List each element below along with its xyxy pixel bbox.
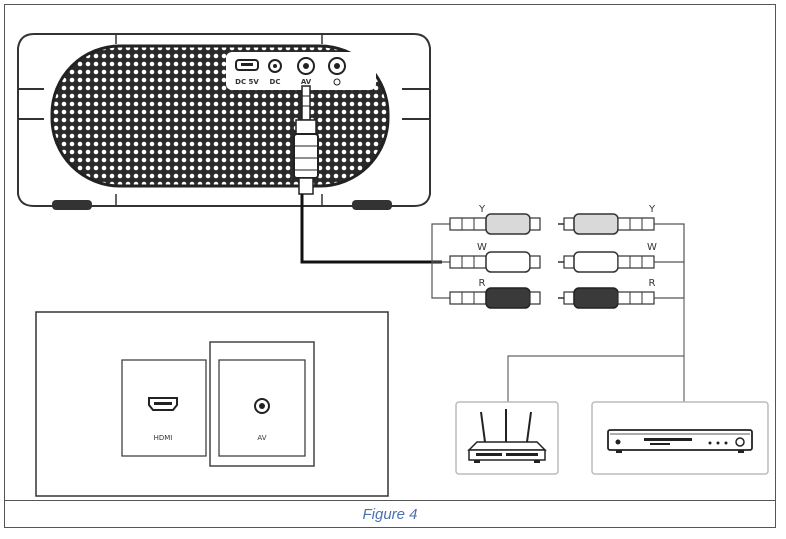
av-port: AV [297,57,315,86]
left-rca-splitter: Y W R [431,204,541,309]
av-plug [293,85,319,195]
dc5v-label: DC 5V [235,78,259,86]
router-icon [467,409,547,463]
connection-diagram: DC 5V DC AV [17,33,769,497]
dc5v-port: DC 5V [235,59,259,86]
router-device [455,401,559,475]
av-jack-icon [254,398,270,414]
left-rca-y: Y [449,204,541,235]
av-cable [300,194,442,264]
player-device [591,401,769,475]
right-rca-splitter: Y W R [558,204,685,309]
hdmi-icon [148,397,178,411]
av-socket: AV [209,341,315,467]
hdmi-socket: HDMI [121,359,207,457]
figure-caption: Figure 4 [362,506,418,523]
left-w-label: W [477,242,487,253]
left-y-label: Y [478,204,486,215]
hdmi-label: HDMI [154,434,173,442]
dc-label: DC [270,78,281,86]
dc-port: DC [268,59,282,86]
wall-panel: HDMI AV [35,311,389,497]
left-rca-r: R [449,278,541,309]
right-rca-y: Y [558,204,656,235]
av-socket-label: AV [257,434,266,442]
right-w-label: W [647,242,657,253]
figure-frame [4,4,776,528]
right-rca-w: W [558,242,657,273]
left-rca-w: W [449,242,541,273]
right-y-label: Y [648,204,656,215]
right-r-label: R [649,278,656,289]
dvd-player-icon [607,429,753,453]
av-label: AV [301,78,312,86]
projector: DC 5V DC AV [17,33,431,210]
audio-port [328,57,346,86]
left-r-label: R [479,278,486,289]
right-rca-r: R [558,278,656,309]
device-wires [507,298,685,402]
caption-row: Figure 4 [4,500,776,528]
